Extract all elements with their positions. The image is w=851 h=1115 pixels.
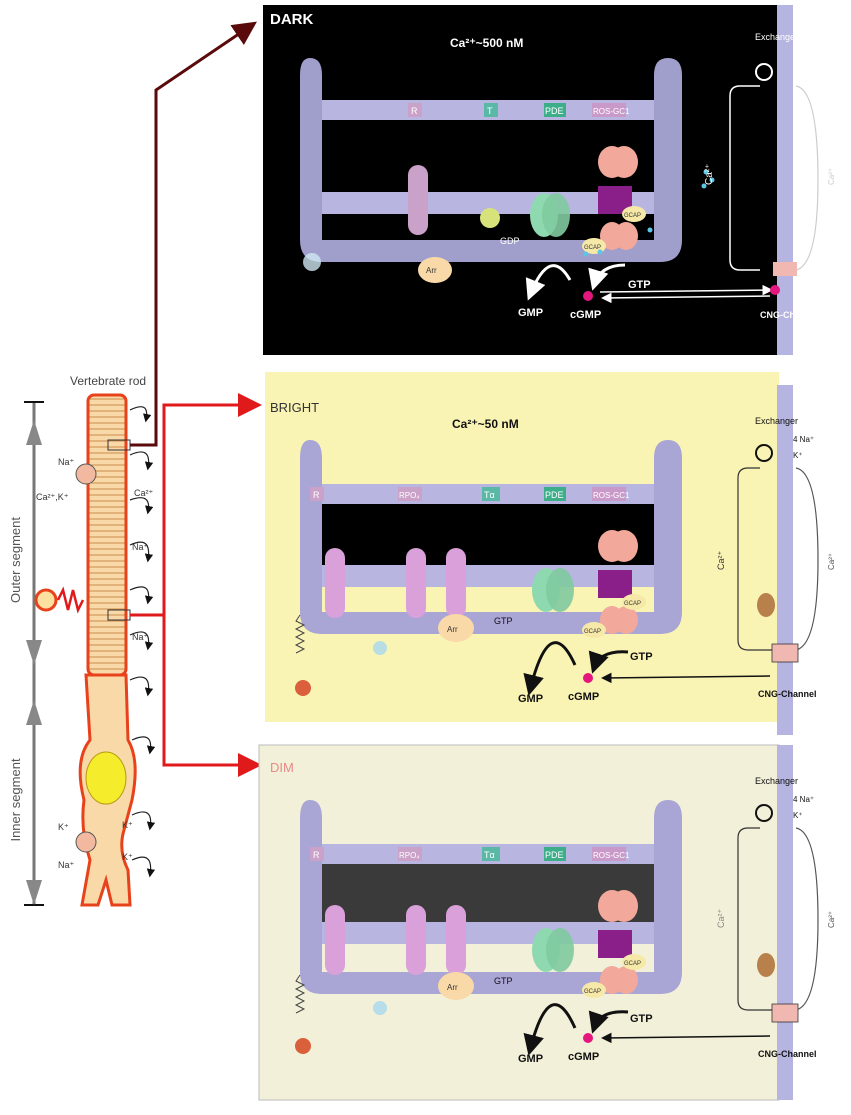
outer-segment-body bbox=[86, 393, 128, 677]
rod-k-label-1: K⁺ bbox=[58, 822, 69, 832]
dark-title: DARK bbox=[270, 11, 313, 28]
dark-gcap-2: GCAP bbox=[584, 245, 601, 251]
bright-title: BRIGHT bbox=[270, 400, 319, 415]
dark-ca-inside: Ca²⁺ bbox=[704, 164, 715, 185]
bright-gcap-1: GCAP bbox=[624, 601, 641, 607]
bright-na4: 4 Na⁺ bbox=[793, 435, 814, 444]
rod-na-label-3: Na⁺ bbox=[132, 632, 149, 642]
dim-ca-outside: Ca²⁺ bbox=[827, 911, 836, 928]
dim-gtp-a: GTP bbox=[494, 976, 513, 986]
dim-gcap-2: GCAP bbox=[584, 989, 601, 995]
vertebrate-rod: Vertebrate rod Outer segment Inner segme… bbox=[8, 374, 156, 907]
rod-na-label-4: Na⁺ bbox=[58, 860, 75, 870]
panel-bright: BRIGHT Ca²⁺~50 nM R RPO₄ Tα PDE ROS-GC1 … bbox=[265, 372, 836, 735]
panel-dark: DARK Ca²⁺~500 nM R T PDE ROS-GC1 Arr GDP bbox=[263, 5, 836, 355]
dim-label-r: R bbox=[313, 850, 320, 860]
bright-arr: Arr bbox=[447, 625, 458, 634]
dark-gdp: GDP bbox=[500, 236, 520, 246]
dark-exchanger: Exchanger bbox=[755, 32, 798, 42]
rod-ca-k-label: Ca²⁺,K⁺ bbox=[36, 492, 69, 502]
dark-k: K⁺ bbox=[793, 67, 803, 76]
bright-label-r: R bbox=[313, 490, 320, 500]
bright-gtp-a: GTP bbox=[494, 616, 513, 626]
bright-label-ta: Tα bbox=[484, 490, 495, 500]
dark-ca-outside: Ca²⁺ bbox=[827, 168, 836, 185]
dim-arr: Arr bbox=[447, 983, 458, 992]
inner-segment-label: Inner segment bbox=[8, 758, 23, 841]
dark-gcap-1: GCAP bbox=[624, 213, 641, 219]
dark-membrane-labels: R T PDE ROS-GC1 bbox=[408, 103, 630, 117]
rod-k-label-3: K⁺ bbox=[122, 852, 133, 862]
outer-segment-label: Outer segment bbox=[8, 517, 23, 603]
bright-ca-outside: Ca²⁺ bbox=[827, 553, 836, 570]
rod-na-label-1: Na⁺ bbox=[58, 457, 75, 467]
dim-membrane-labels: R RPO₄ Tα PDE ROS-GC1 bbox=[310, 847, 630, 861]
bright-gtp-b: GTP bbox=[630, 651, 653, 663]
bright-ca-inside: Ca²⁺ bbox=[716, 550, 726, 570]
dim-label-pde: PDE bbox=[545, 850, 564, 860]
bright-cgmp: cGMP bbox=[568, 691, 599, 703]
dark-gtp: GTP bbox=[628, 279, 651, 291]
bright-label-pde: PDE bbox=[545, 490, 564, 500]
dark-label-pde: PDE bbox=[545, 106, 564, 116]
bright-exchanger: Exchanger bbox=[755, 416, 798, 426]
bright-calcium: Ca²⁺~50 nM bbox=[452, 417, 519, 431]
rod-k-label-2: K⁺ bbox=[122, 820, 133, 830]
dim-cng: CNG-Channel bbox=[758, 1049, 817, 1059]
bright-cng: CNG-Channel bbox=[758, 689, 817, 699]
dark-gmp: GMP bbox=[518, 307, 543, 319]
dim-label-rosgc1: ROS-GC1 bbox=[593, 851, 630, 860]
dim-label-rpo4: RPO₄ bbox=[399, 851, 420, 860]
bright-label-rosgc1: ROS-GC1 bbox=[593, 491, 630, 500]
dark-cgmp: cGMP bbox=[570, 309, 601, 321]
dim-gcap-1: GCAP bbox=[624, 961, 641, 967]
dark-label-t: T bbox=[487, 106, 493, 116]
dim-na4: 4 Na⁺ bbox=[793, 795, 814, 804]
rod-na-label-2: Na⁺ bbox=[132, 542, 149, 552]
dim-k: K⁺ bbox=[793, 811, 803, 820]
dark-cng: CNG-Channel bbox=[760, 310, 819, 320]
bright-k: K⁺ bbox=[793, 451, 803, 460]
dim-exchanger: Exchanger bbox=[755, 776, 798, 786]
dim-gmp: GMP bbox=[518, 1053, 543, 1065]
nucleus bbox=[85, 751, 127, 805]
dim-ca-inside: Ca²⁺ bbox=[716, 908, 726, 928]
bright-gcap-2: GCAP bbox=[584, 629, 601, 635]
dim-label-ta: Tα bbox=[484, 850, 495, 860]
dim-gtp-b: GTP bbox=[630, 1013, 653, 1025]
connector-arrows bbox=[130, 21, 262, 777]
dark-label-r: R bbox=[411, 106, 418, 116]
bright-gmp: GMP bbox=[518, 693, 543, 705]
bright-label-rpo4: RPO₄ bbox=[399, 491, 420, 500]
rod-title: Vertebrate rod bbox=[70, 374, 146, 388]
bright-membrane-labels: R RPO₄ Tα PDE ROS-GC1 bbox=[310, 487, 630, 501]
dark-calcium: Ca²⁺~500 nM bbox=[450, 36, 523, 50]
dim-cgmp: cGMP bbox=[568, 1051, 599, 1063]
rod-ca-label: Ca²⁺ bbox=[134, 488, 154, 498]
dark-na4: 4 Na⁺ bbox=[793, 51, 814, 60]
panel-dim: DIM R RPO₄ Tα PDE ROS-GC1 Arr GTP bbox=[258, 744, 836, 1101]
dark-arr: Arr bbox=[426, 266, 437, 275]
dim-title: DIM bbox=[270, 760, 294, 775]
dark-label-rosgc1: ROS-GC1 bbox=[593, 107, 630, 116]
